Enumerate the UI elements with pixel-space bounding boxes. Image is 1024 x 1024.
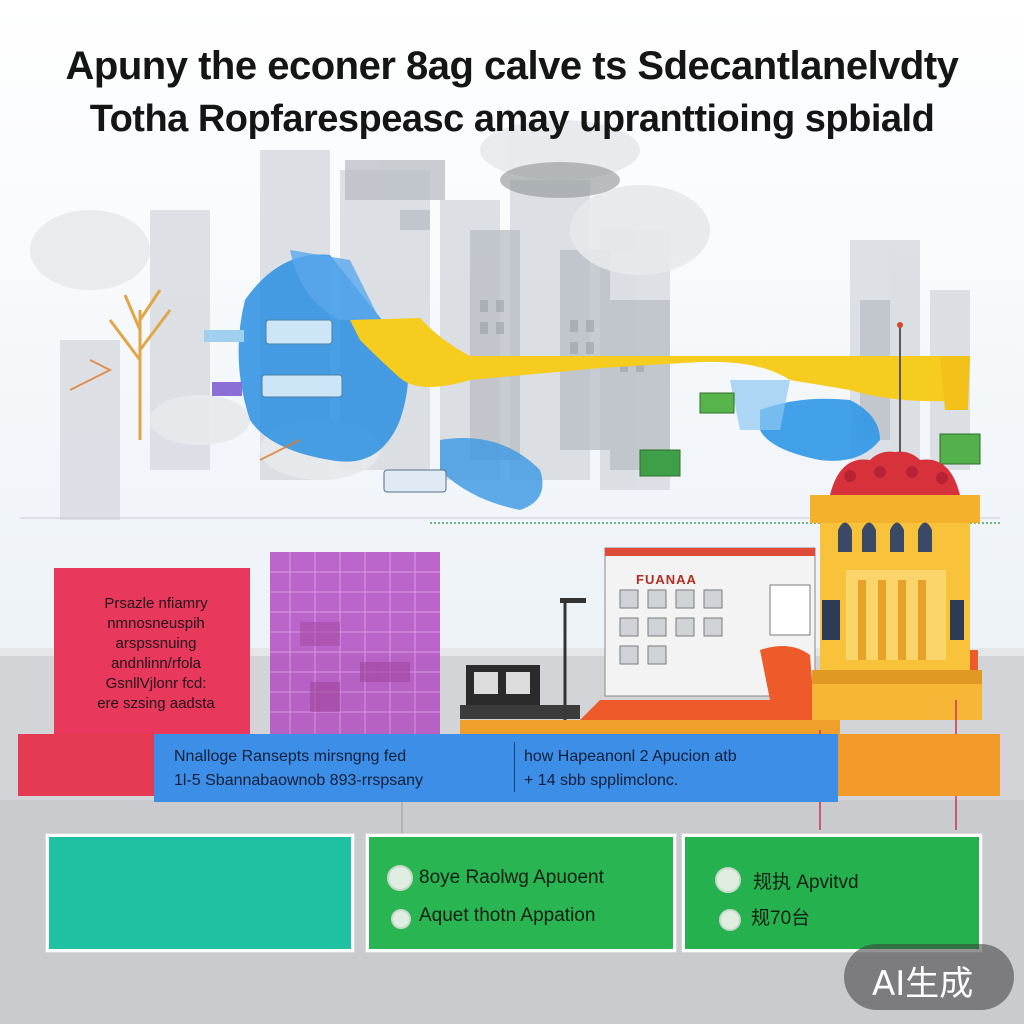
- page-title-line-2: Totha Ropfarespeasc amay upranttioing sp…: [89, 98, 935, 140]
- pink-card-text: Prsazle nfiamry nmnosneuspih arspssnuing…: [68, 594, 244, 714]
- purple-grid-card: [270, 552, 440, 742]
- orange-strip: [838, 734, 1000, 796]
- green-box-right-item-1: 规执 Apvitvd: [753, 872, 859, 893]
- ai-generated-watermark: AI生成: [844, 944, 1014, 1010]
- building-sign: FUANAA: [636, 572, 697, 587]
- pink-card-line: Prsazle nfiamry: [104, 595, 208, 612]
- blue-strip-right-line-2: + 14 sbb spplimclonc.: [524, 772, 679, 789]
- green-box-right-item-2: 规70台: [751, 908, 811, 929]
- blue-strip-right-line-1: how Hapeanonl 2 Apucion atb: [524, 748, 737, 765]
- watermark-label: AI生成: [872, 964, 974, 1004]
- green-box-middle-item-2: Aquet thotn Appation: [419, 905, 596, 926]
- bullet-icon: [719, 909, 741, 931]
- blue-info-strip: Nnalloge Ransepts mirsngng fed 1l-5 Sban…: [154, 734, 838, 802]
- pink-card-line: ere szsing aadsta: [97, 695, 215, 712]
- teal-box: [46, 834, 354, 952]
- green-box-middle: 8oye Raolwg Apuoent Aquet thotn Appation: [366, 834, 676, 952]
- blue-strip-left-line-1: Nnalloge Ransepts mirsngng fed: [174, 748, 407, 765]
- grid-pattern: [270, 552, 440, 742]
- bullet-icon: [715, 867, 741, 893]
- pink-info-card: Prsazle nfiamry nmnosneuspih arspssnuing…: [54, 568, 250, 736]
- bullet-icon: [387, 865, 413, 891]
- red-strip: [18, 734, 174, 796]
- pink-card-line: GsnllVjlonr fcd:: [105, 675, 207, 692]
- green-box-right: 规执 Apvitvd 规70台: [682, 834, 982, 952]
- pink-card-line: andnlinn/rfola: [110, 655, 202, 672]
- pink-card-line: nmnosneuspih: [107, 615, 205, 632]
- green-box-middle-item-1: 8oye Raolwg Apuoent: [419, 867, 604, 888]
- blue-strip-left-line-2: 1l-5 Sbannabaownob 893-rrspsany: [174, 772, 424, 789]
- strip-divider: [514, 742, 515, 792]
- page-title-line-1: Apuny the econer 8ag calve ts Sdecantlan…: [65, 44, 959, 88]
- bullet-icon: [391, 909, 411, 929]
- pink-card-line: arspssnuing: [115, 635, 197, 652]
